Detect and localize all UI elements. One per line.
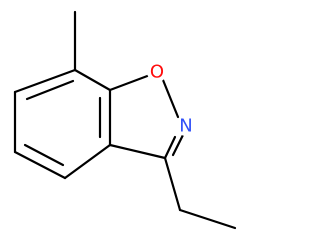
substituents [73, 10, 237, 230]
isoxazole-ring [108, 73, 185, 160]
double-bond-inner-c4-c5 [23, 143, 65, 167]
bond-n-c3 [163, 135, 177, 160]
molecule-structure-diagram: O N [13, 10, 237, 230]
bond-o-n [161, 78, 180, 119]
atom-o: O [147, 62, 167, 83]
bond-c4-c5 [13, 150, 67, 180]
double-bond-inner-c6-c7 [25, 79, 75, 101]
atom-label-n: N [179, 116, 192, 137]
benzene-ring [13, 68, 112, 180]
atom-n-background [176, 116, 196, 136]
bond-c6-c7 [13, 68, 77, 94]
atom-o-background [147, 62, 167, 82]
bond-c7a-o [108, 73, 152, 92]
ethyl-bond-1 [163, 156, 182, 212]
bond-c3-c3a [108, 143, 167, 160]
bond-c3a-c4 [63, 143, 112, 180]
atom-label-o: O [150, 62, 164, 83]
atom-n: N [176, 116, 196, 137]
ethyl-bond-2 [178, 208, 237, 230]
double-bond-inner-n-c3 [171, 133, 185, 157]
bond-c7-c7a [73, 68, 112, 92]
